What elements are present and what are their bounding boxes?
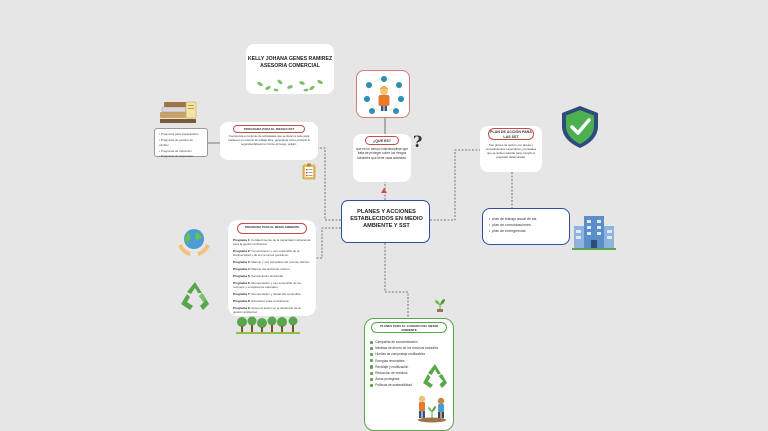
leaves-icon [257, 79, 323, 92]
sst-program-item: • Programa para capacitación [159, 132, 199, 136]
central-node: PLANES Y ACCIONES ESTABLECIDOS EN MEDIO … [341, 200, 430, 243]
building-icon [572, 216, 616, 250]
sst-program-item: • Programa de inducción [159, 148, 192, 153]
sst-program-list: • Programa para capacitación • Programa … [154, 128, 208, 158]
documents-icon [160, 101, 197, 123]
env-program-item: Programa 5: Saneamiento ambiental. [233, 274, 284, 278]
env-care-item: Reciclaje y reutilización [370, 364, 448, 370]
connector-central-env-care [384, 243, 409, 318]
plant-icon [435, 299, 445, 312]
env-care-item: Campañas de concientización [370, 339, 448, 345]
connector-central-action-plan [430, 149, 480, 221]
author-role: ASESORIA COMERCIAL [260, 62, 320, 69]
env-care-item: Huellas de compostaje reutilizables [370, 351, 448, 357]
what-sst-title: ¿QUE ES? [365, 136, 399, 145]
check-icon [370, 346, 374, 350]
connector-central-sst-program [318, 147, 341, 221]
author-card: KELLY JOHANA GENES RAMIREZ ASESORIA COME… [246, 44, 334, 94]
action-plan-title: PLAN DE ACCIÓN PARA LAS SST [488, 128, 534, 140]
env-care-item: Áreas protegidas [370, 376, 448, 382]
kids-planting-icon [418, 395, 446, 423]
what-sst-card: ¿QUE ES? que es un campo interdisciplina… [353, 134, 411, 182]
sst-program-card: PROGRAMA PARA EL RIESGO SST Comprende el… [220, 122, 318, 160]
plans-list-item: • plan de comunicaciones [489, 223, 531, 227]
action-plan-text: Son planes de acción con tareas y proced… [485, 143, 537, 159]
env-program-item: Programa 3: Manejo y uso apropiado del r… [233, 260, 310, 264]
env-program-title: PROGRAMA PARA EL MEDIO AMBIENTE [237, 223, 307, 234]
check-icon [370, 377, 374, 381]
what-sst-text: que es un campo interdisciplinar que tra… [356, 147, 408, 160]
check-icon [370, 340, 374, 344]
shield-check-icon [562, 106, 598, 148]
arrow-up-icon [381, 180, 387, 193]
env-program-item: Programa 1: Fortalecimiento de la capaci… [233, 238, 311, 246]
check-icon [370, 352, 374, 357]
action-plan-card: PLAN DE ACCIÓN PARA LAS SST Son planes d… [480, 126, 542, 172]
env-program-item: Programa 7: Recuperación y desarrollo so… [233, 292, 302, 296]
check-icon [370, 383, 374, 388]
env-program-item: Programa 9: Apoyo al sector en el desarr… [233, 306, 301, 314]
env-care-item: Políticas de sostenibilidad [370, 382, 448, 388]
worker-safety-icon [364, 76, 404, 114]
check-icon [370, 371, 374, 375]
sst-icon-card [356, 70, 410, 118]
env-care-item: Medidas de ahorro de los recursos natura… [370, 345, 448, 351]
question-mark-icon: ? [413, 132, 423, 151]
recycle-icon [423, 364, 447, 388]
env-program-item: Programa 2: Conocimiento y uso sostenibl… [233, 249, 300, 257]
env-care-title: PLANES PARA EL CUIDADO DEL MEDIO AMBIENT… [371, 322, 447, 333]
sst-program-title: PROGRAMA PARA EL RIESGO SST [233, 125, 305, 133]
plans-list-item: • plan de trabajo anual de sst [489, 217, 537, 221]
env-program-item: Programa 8: Educación para el ambiente. [233, 299, 290, 303]
env-care-item: Energías renovables [370, 358, 448, 364]
sst-program-text: Comprende el conjunto de actividades que… [228, 134, 310, 146]
recycle-icon [181, 282, 209, 310]
sst-program-item: • Programa de gestión de cambio [159, 137, 193, 148]
env-program-card: PROGRAMA PARA EL MEDIO AMBIENTE Programa… [228, 220, 316, 316]
trees-icon [236, 316, 300, 334]
sst-program-item: • Programa de inspección [159, 154, 194, 158]
env-program-item: Programa 6: Recuperación y uso sostenibl… [233, 281, 302, 289]
central-title: PLANES Y ACCIONES ESTABLECIDOS EN MEDIO … [350, 209, 423, 230]
author-name: KELLY JOHANA GENES RAMIREZ [247, 56, 333, 62]
clipboard-icon [302, 163, 316, 180]
check-icon [370, 359, 374, 363]
globe-hands-icon [178, 229, 210, 256]
env-program-item: Programa 4: Manejo del ambiente urbano. [233, 267, 291, 271]
plans-list-item: • plan de emergencias [489, 229, 526, 233]
check-icon [370, 365, 374, 369]
plans-list-card: • plan de trabajo anual de sst • plan de… [482, 208, 570, 245]
connector-central-env-program [316, 227, 341, 259]
env-care-item: Reducción de residuos [370, 370, 448, 376]
